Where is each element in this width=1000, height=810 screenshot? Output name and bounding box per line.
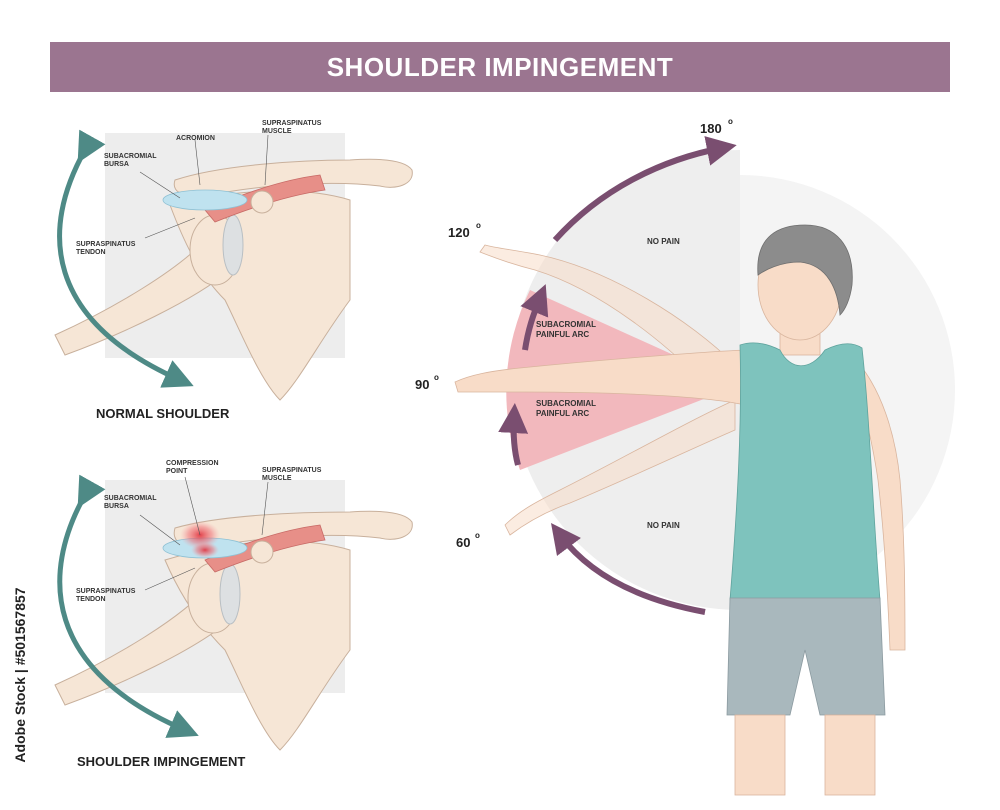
angle-120: 120 — [448, 225, 470, 240]
label-compression-2: POINT — [166, 468, 188, 475]
label-tendon-2: TENDON — [76, 596, 106, 603]
arrow-from-60 — [550, 523, 706, 615]
ghost-arm-60 — [504, 399, 736, 536]
arrow-upper-arc — [520, 284, 549, 351]
label-compression-1: COMPRESSION — [166, 460, 219, 467]
zone-arc-upper-1: SUBACROMIAL — [536, 320, 596, 329]
hair — [757, 224, 853, 316]
stock-credit-text: Adobe Stock | #501567857 — [12, 587, 28, 763]
arrow-lower-arc — [498, 403, 529, 466]
label-bursa-2: BURSA — [104, 161, 129, 168]
arrow-to-180 — [552, 136, 737, 243]
label-bursa-2: BURSA — [104, 503, 129, 510]
page-title: SHOULDER IMPINGEMENT — [326, 51, 674, 82]
arm-90 — [454, 349, 746, 406]
degree-symbol: o — [476, 221, 481, 230]
zone-no-pain-bottom: NO PAIN — [647, 521, 680, 530]
label-supraspinatus-muscle-2: MUSCLE — [262, 128, 292, 135]
shorts — [726, 597, 886, 716]
subacromial-bursa — [162, 189, 248, 211]
degree-symbol: o — [475, 531, 480, 540]
label-supraspinatus-muscle-1: SUPRASPINATUS — [262, 467, 322, 474]
caption-shoulder-impingement: SHOULDER IMPINGEMENT — [77, 754, 245, 769]
zone-arc-upper-2: PAINFUL ARC — [536, 330, 589, 339]
range-arrow — [57, 129, 194, 388]
zone-arc-lower-1: SUBACROMIAL — [536, 399, 596, 408]
degree-symbol: o — [728, 117, 733, 126]
label-bursa-1: SUBACROMIAL — [104, 153, 157, 160]
coracoid — [250, 190, 274, 214]
stock-credit: Adobe Stock | #501567857 — [2, 560, 38, 790]
angle-180: 180 — [700, 121, 722, 136]
title-banner: SHOULDER IMPINGEMENT — [50, 42, 950, 92]
label-tendon-1: SUPRASPINATUS — [76, 588, 136, 595]
label-bursa-1: SUBACROMIAL — [104, 495, 157, 502]
right-leg — [824, 714, 876, 796]
coracoid — [250, 540, 274, 564]
zone-arc-lower-2: PAINFUL ARC — [536, 409, 589, 418]
compression-point — [191, 542, 219, 558]
label-tendon-2: TENDON — [76, 249, 106, 256]
range-arrow — [57, 474, 199, 738]
zone-no-pain-top: NO PAIN — [647, 237, 680, 246]
left-leg — [734, 714, 786, 796]
tank-top — [729, 342, 881, 601]
label-tendon-1: SUPRASPINATUS — [76, 241, 136, 248]
glenoid-cartilage — [219, 563, 241, 625]
caption-normal-shoulder: NORMAL SHOULDER — [96, 406, 230, 421]
range-of-motion-diagram: 180 o 120 o 90 o 60 o NO PAIN SUBACROMIA… — [415, 117, 955, 796]
label-supraspinatus-muscle-2: MUSCLE — [262, 475, 292, 482]
person-figure — [726, 224, 906, 796]
degree-symbol: o — [434, 373, 439, 382]
glenoid-cartilage — [222, 214, 244, 276]
angle-90: 90 — [415, 377, 429, 392]
label-acromion: ACROMION — [176, 135, 215, 142]
angle-60: 60 — [456, 535, 470, 550]
label-supraspinatus-muscle-1: SUPRASPINATUS — [262, 120, 322, 127]
impingement-shoulder-diagram: COMPRESSION POINT SUPRASPINATUS MUSCLE S… — [54, 460, 413, 769]
hanging-arm — [854, 364, 906, 651]
normal-shoulder-diagram: ACROMION SUPRASPINATUS MUSCLE SUBACROMIA… — [54, 120, 413, 421]
